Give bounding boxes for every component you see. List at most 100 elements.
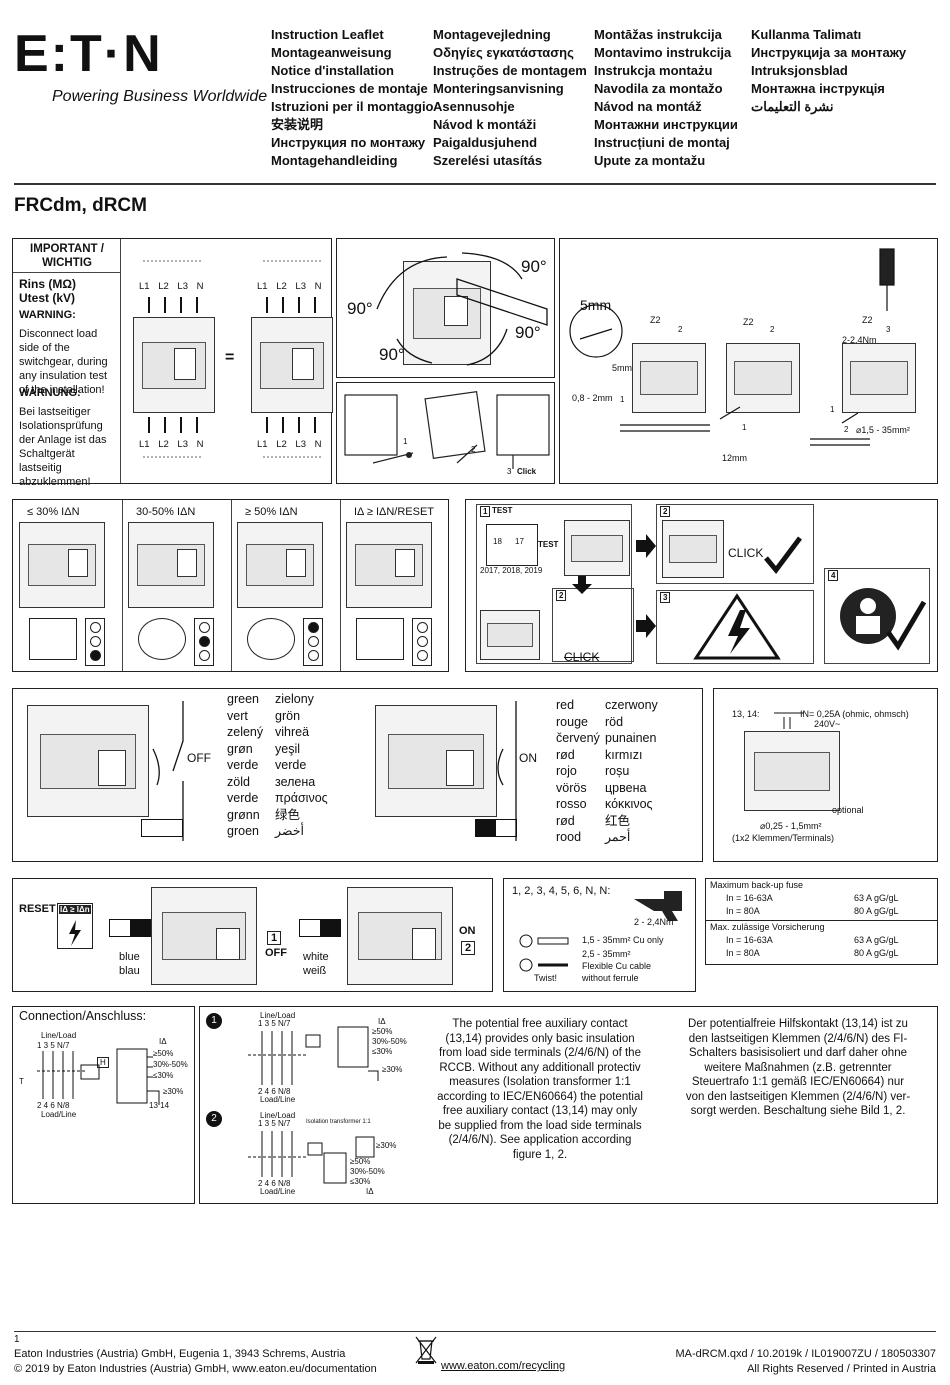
title-line: Monteringsanvisning bbox=[433, 81, 564, 96]
aux-wire bbox=[774, 712, 804, 729]
angle-label-4: 90° bbox=[379, 345, 405, 364]
indicator-switch-symbol bbox=[247, 618, 295, 660]
fuse-row-en-2-a: In = 80A bbox=[726, 906, 760, 916]
title-line: Instrukcja montażu bbox=[594, 63, 713, 78]
wiring-step-1c: 1 bbox=[830, 405, 835, 414]
fig2-ia: IΔ bbox=[366, 1187, 374, 1196]
remove-click: Click bbox=[517, 467, 537, 476]
wiring-step-2c: 2 bbox=[844, 425, 849, 434]
fig1-level-50: ≥50% bbox=[372, 1027, 393, 1036]
conn-level-30-50: 30%-50% bbox=[153, 1060, 188, 1069]
aux-text-de: Der potentialfreie Hilfskontakt (13,14) … bbox=[685, 1018, 911, 1117]
mounting-device bbox=[403, 261, 491, 365]
rins-label: Rins (MΩ) bbox=[19, 277, 76, 291]
fig2-load-line: Load/Line bbox=[260, 1187, 296, 1196]
conn-h: H bbox=[97, 1057, 109, 1068]
blue-indicator-box bbox=[109, 919, 151, 937]
title-line: Navodila za montažo bbox=[594, 81, 723, 96]
application-schematics bbox=[248, 1026, 379, 1184]
lamp-off-icon bbox=[90, 622, 101, 633]
fig1-bot-terms: 2 4 6 N/8 bbox=[258, 1087, 291, 1096]
color-name: rød bbox=[556, 813, 575, 828]
indicator-label: ≤ 30% IΔN bbox=[27, 506, 80, 518]
indicator-lamp-stack bbox=[412, 618, 432, 666]
connection-panel: Connection/Anschluss: Line/Load 1 3 5 N/… bbox=[12, 1006, 195, 1204]
conn-ia: IΔ bbox=[159, 1037, 167, 1046]
lamp-off-icon bbox=[90, 636, 101, 647]
indicator-device bbox=[346, 522, 432, 608]
color-name: 红色 bbox=[605, 813, 631, 828]
conn-load-line: Load/Line bbox=[41, 1110, 77, 1119]
color-name: roșu bbox=[605, 764, 630, 778]
angle-label-1: 90° bbox=[521, 257, 547, 276]
color-name: rosso bbox=[556, 797, 587, 811]
wiring-device-2 bbox=[726, 343, 800, 413]
test-step-3-num: 3 bbox=[660, 592, 671, 603]
title-line: نشرة التعليمات bbox=[751, 99, 834, 114]
reset-on: ON bbox=[459, 925, 476, 937]
rotation-arrows bbox=[376, 252, 548, 366]
lamp-off-icon bbox=[308, 650, 319, 661]
mounting-panel: 90° 90° 90° 90° bbox=[336, 238, 555, 378]
terminal-labels-top-left: L1 L2 L3 N bbox=[139, 281, 204, 292]
warning-en-label: WARNING: bbox=[19, 309, 76, 321]
title-line: Instrucciones de montaje bbox=[271, 81, 428, 96]
fig2-level-50: ≥50% bbox=[350, 1157, 371, 1166]
title-line: Notice d'installation bbox=[271, 63, 394, 78]
insulation-arrows bbox=[143, 260, 323, 458]
fig2-marker: 2 bbox=[206, 1111, 222, 1127]
color-name: zöld bbox=[227, 774, 250, 789]
indicator-device bbox=[128, 522, 214, 608]
color-name: أخضر bbox=[275, 824, 304, 838]
high-voltage-warning-icon bbox=[693, 593, 781, 660]
terminals-cu-only: 1,5 - 35mm² Cu only bbox=[582, 935, 664, 945]
switch-symbols bbox=[152, 701, 517, 841]
title-line: Istruzioni per il montaggio bbox=[271, 99, 434, 114]
dim-12mm: 12mm bbox=[722, 453, 748, 463]
aux-rating: IN= 0,25A (ohmic, ohmsch) bbox=[800, 709, 909, 719]
indicator-switch-symbol bbox=[138, 618, 186, 660]
title-line: Montāžas instrukcija bbox=[594, 27, 722, 42]
lamp-off-icon bbox=[199, 650, 210, 661]
title-line: Монтажна інструкція bbox=[751, 81, 885, 96]
conn-level-50: ≥50% bbox=[153, 1049, 174, 1058]
fuse-panel: Maximum back-up fuse In = 16-63A 63 A gG… bbox=[705, 878, 938, 965]
off-device bbox=[27, 705, 149, 817]
wiring-step-3: 3 bbox=[886, 325, 891, 334]
angle-label-2: 90° bbox=[347, 299, 373, 318]
indicator-switch-symbol bbox=[29, 618, 77, 660]
footer-recycling-link[interactable]: www.eaton.com/recycling bbox=[441, 1360, 566, 1372]
color-name: rood bbox=[556, 830, 582, 844]
drill-icon bbox=[634, 891, 682, 921]
fuse-row-de-2-b: 80 A gG/gL bbox=[854, 948, 899, 958]
reset-label: RESET bbox=[19, 903, 56, 915]
fig2-level-30: ≤30% bbox=[350, 1177, 371, 1186]
conn-line-load: Line/Load bbox=[41, 1031, 77, 1040]
fuse-row-en-1-b: 63 A gG/gL bbox=[854, 893, 899, 903]
wiring-device-1 bbox=[632, 343, 706, 413]
fig2-top-terms: 1 3 5 N/7 bbox=[258, 1119, 291, 1128]
electrician-icon bbox=[840, 588, 927, 651]
test-step-1-box bbox=[476, 504, 632, 664]
fig1-line-load: Line/Load bbox=[260, 1011, 296, 1020]
test-step-2b-box bbox=[656, 504, 814, 584]
indicator-label: IΔ ≥ IΔN/RESET bbox=[354, 506, 435, 518]
color-name: verde bbox=[227, 791, 259, 805]
lamp-off-icon bbox=[417, 650, 428, 661]
test-years: 2017, 2018, 2019 bbox=[480, 566, 543, 575]
color-name: rouge bbox=[556, 714, 588, 729]
terminals-twist: Twist! bbox=[534, 973, 558, 983]
color-name: czerwony bbox=[605, 698, 658, 712]
warning-en-text: Disconnect load side of the switchgear, … bbox=[19, 328, 108, 396]
white-indicator-box bbox=[299, 919, 341, 937]
lamp-on-icon bbox=[308, 622, 319, 633]
terminal-labels-bottom-left: L1 L2 L3 N bbox=[139, 439, 204, 450]
aux-voltage: 240V~ bbox=[814, 719, 841, 729]
fuse-row-en-2-b: 80 A gG/gL bbox=[854, 906, 899, 916]
dim-08-2: 0,8 - 2mm bbox=[572, 393, 613, 403]
on-device bbox=[375, 705, 497, 817]
